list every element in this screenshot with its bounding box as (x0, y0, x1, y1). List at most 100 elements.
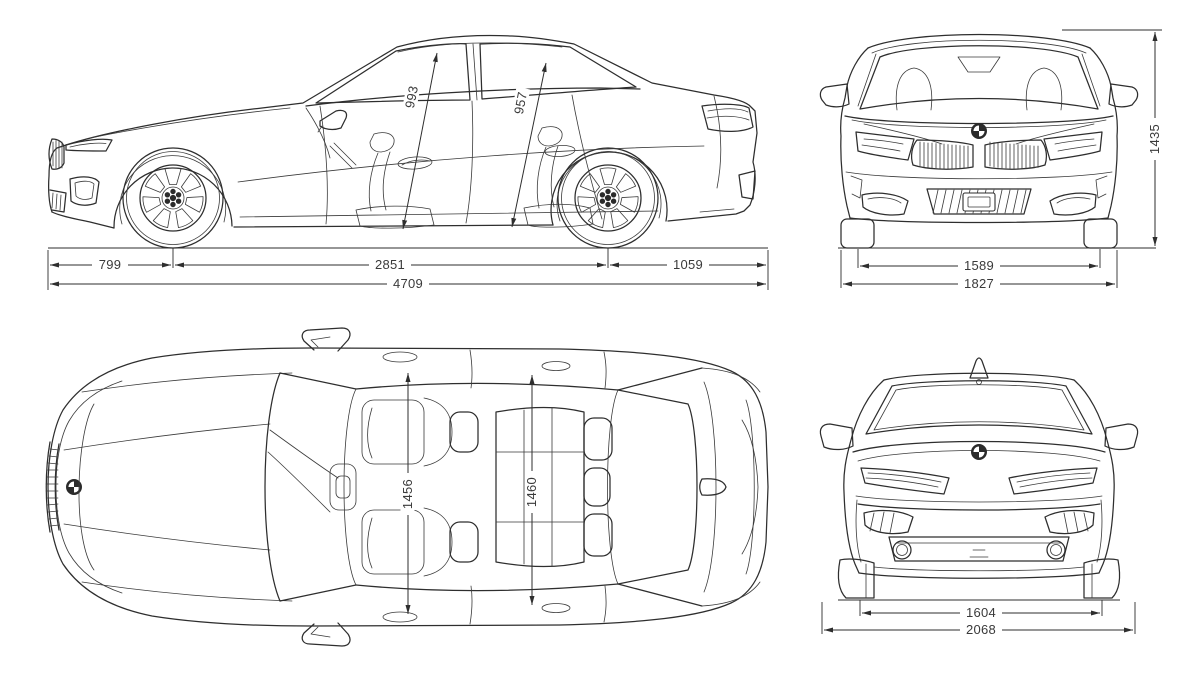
svg-text:2851: 2851 (375, 257, 405, 272)
top-right-mirror (301, 622, 351, 647)
roof-edges (355, 382, 619, 592)
right-kidney-grille (984, 139, 1047, 170)
dim-label-wheelbase: 2851 (369, 257, 411, 272)
dim-label-body-width: 1827 (958, 276, 1000, 291)
left-kidney-grille (911, 139, 974, 170)
dim-label-rear-overhang: 1059 (667, 257, 709, 272)
rear-window (865, 380, 1093, 435)
door-handle (382, 351, 418, 363)
svg-text:1435: 1435 (1147, 124, 1162, 154)
svg-text:1456: 1456 (400, 479, 415, 509)
rear-headrest (583, 417, 613, 461)
dim-label-rear-track: 1604 (960, 605, 1002, 620)
rear-window (617, 389, 698, 585)
front-view-drawing: 1589 1827 1435 (819, 29, 1162, 291)
rear-wheel-arch (550, 151, 668, 226)
svg-text:957: 957 (511, 90, 530, 115)
svg-text:1460: 1460 (524, 477, 539, 507)
left-exhaust (892, 540, 912, 560)
dim-label-rear-shoulder-width: 1460 (524, 471, 539, 513)
side-mirror (319, 109, 348, 131)
shark-fin-antenna (699, 478, 727, 496)
rear-view-drawing: 1604 2068 (819, 357, 1139, 637)
center-console (329, 463, 357, 511)
antenna-fin (969, 357, 989, 379)
svg-text:1604: 1604 (966, 605, 996, 620)
b-pillar (472, 43, 478, 101)
top-view-drawing: 1456 1460 (45, 327, 769, 647)
rear-side-glass (479, 42, 637, 100)
top-grille (45, 441, 51, 533)
dim-label-overall-height: 1435 (1147, 118, 1162, 160)
dim-label-rear-headroom: 957 (510, 86, 531, 119)
dim-label-overall-width-mirrors: 2068 (960, 622, 1002, 637)
left-side-scoop (861, 192, 909, 216)
rearview-mirror (957, 56, 1001, 73)
dim-label-front-shoulder-width: 1456 (400, 473, 415, 515)
door-handle (382, 611, 418, 623)
rear-wheel (557, 147, 659, 249)
right-mirror (1108, 83, 1139, 108)
trunk-lower-edge (857, 503, 1101, 511)
steering-wheel (329, 142, 357, 169)
windshield-base (264, 372, 281, 602)
left-reflector (863, 509, 914, 535)
front-seat-headrest (449, 521, 479, 563)
front-left-tire (840, 218, 875, 249)
svg-text:993: 993 (402, 84, 421, 109)
trunk-lines (703, 381, 755, 593)
right-reflector (1044, 509, 1095, 535)
front-seat-cushion (355, 205, 435, 229)
left-mirror (819, 83, 850, 108)
lower-intake (926, 188, 1032, 215)
door-handle (541, 361, 571, 371)
bmw-roundel-icon (971, 444, 987, 460)
hood-lines (63, 372, 293, 602)
rear-bumper-vent (738, 170, 756, 200)
right-headlight (1043, 131, 1103, 161)
right-mirror (1104, 423, 1139, 451)
rear-headroom-dim-line (511, 62, 547, 228)
right-headrest (1025, 67, 1063, 111)
dashboard-line (305, 107, 331, 159)
top-body-outline (47, 347, 769, 627)
side-view-drawing: 993 957 799 2851 1059 4709 (47, 34, 769, 291)
front-seat-headrest (449, 411, 479, 453)
diffuser (888, 536, 1070, 562)
a-pillars (279, 372, 357, 602)
side-grille (48, 138, 65, 170)
svg-text:799: 799 (99, 257, 122, 272)
front-seat-cushion (361, 399, 425, 465)
front-seat-headrest (369, 132, 395, 153)
side-body-outline (48, 34, 758, 222)
beltline (305, 87, 641, 107)
rear-left-tire (837, 558, 875, 599)
svg-text:1059: 1059 (673, 257, 703, 272)
top-left-mirror (301, 327, 351, 352)
svg-text:2068: 2068 (966, 622, 996, 637)
svg-text:4709: 4709 (393, 276, 423, 291)
windshield (859, 45, 1099, 110)
taillight (701, 103, 754, 132)
front-side-glass (315, 43, 471, 104)
rear-right-tire (1083, 558, 1121, 599)
dim-label-front-headroom: 993 (401, 80, 422, 113)
wipers (267, 429, 339, 513)
rear-seat-headrest (537, 126, 563, 147)
left-mirror (819, 423, 854, 451)
cowl-line (844, 115, 1114, 125)
right-side-scoop (1049, 192, 1097, 216)
front-roof (867, 33, 1091, 49)
left-taillight (860, 467, 950, 495)
headlight (65, 138, 113, 152)
left-headlight (855, 131, 915, 161)
dim-label-front-track: 1589 (958, 258, 1000, 273)
rear-roof (883, 372, 1075, 381)
front-bumper-intake (69, 176, 100, 206)
dim-label-overall-length: 4709 (387, 276, 429, 291)
dim-label-front-overhang: 799 (92, 257, 128, 272)
front-right-tire (1083, 218, 1118, 249)
svg-text:1589: 1589 (964, 258, 994, 273)
